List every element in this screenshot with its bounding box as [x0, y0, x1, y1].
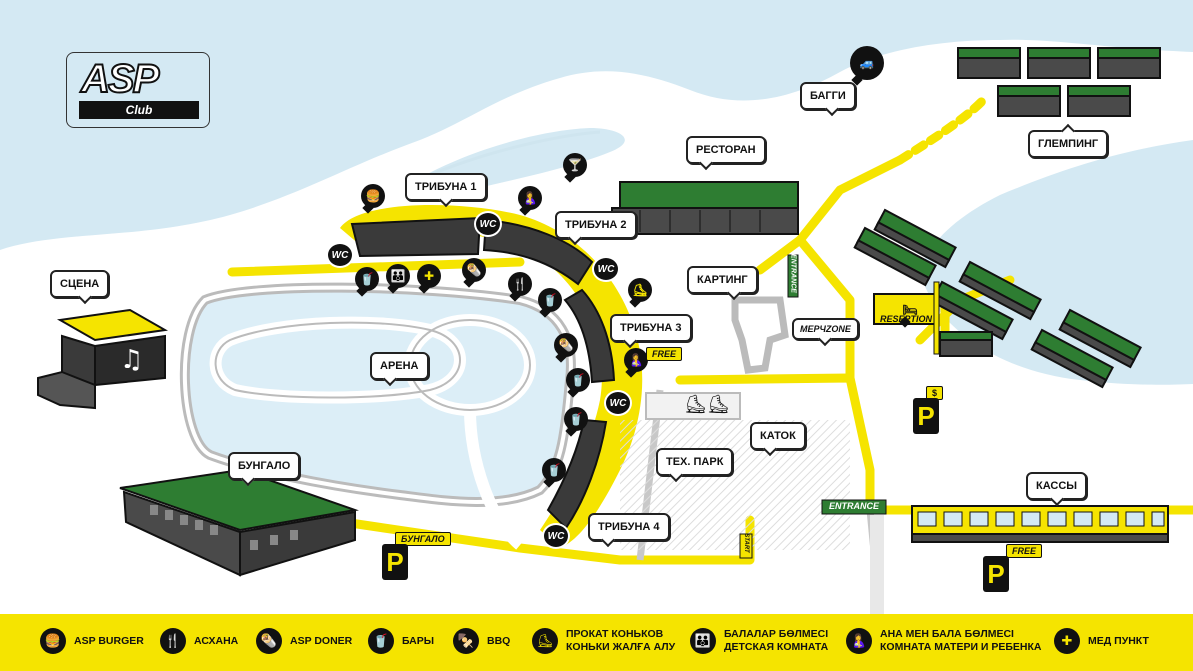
entrance-road: [870, 515, 884, 614]
legend-item-asxana[interactable]: 🍴 АСХАНА: [160, 628, 238, 654]
kids-icon[interactable]: 👪: [386, 264, 410, 288]
mother-child-icon: 🤱: [846, 628, 872, 654]
label-glamping[interactable]: ГЛЕМПИНГ: [1028, 130, 1109, 158]
wc-icon-5[interactable]: WC: [542, 523, 570, 549]
parking-bungalo-icon[interactable]: P: [382, 544, 408, 580]
legend-label: ASP BURGER: [74, 634, 144, 647]
label-restaurant[interactable]: РЕСТОРАН: [686, 136, 766, 164]
label-scene[interactable]: СЦЕНА: [50, 270, 110, 298]
start-sign-bg: [739, 533, 753, 559]
buggy-icon[interactable]: 🚙: [850, 46, 884, 80]
label-tech-park[interactable]: ТЕХ. ПАРК: [656, 448, 734, 476]
legend-label: МЕД ПУНКТ: [1088, 634, 1149, 647]
label-kassy[interactable]: КАССЫ: [1026, 472, 1088, 500]
bungalo-parking-tag: БУНГАЛО: [395, 532, 451, 546]
karting-track: [731, 296, 789, 374]
label-tribune-4[interactable]: ТРИБУНА 4: [588, 513, 670, 541]
wc-icon-3[interactable]: WC: [592, 256, 620, 282]
mother-child-icon[interactable]: 🤱: [624, 348, 648, 372]
entrance-sign[interactable]: ENTRANCE: [828, 501, 879, 511]
doner-icon[interactable]: 🌯: [462, 258, 486, 282]
label-arena[interactable]: АРЕНА: [370, 352, 429, 380]
legend-label: АСХАНА: [194, 634, 239, 647]
cup-icon[interactable]: 🥤: [355, 267, 379, 291]
cabins: [853, 208, 1142, 389]
stage-building: ♫: [37, 308, 169, 410]
bungalow-building: [119, 468, 359, 577]
logo-club: Club: [79, 101, 199, 119]
kids-icon: 👪: [690, 628, 716, 654]
start-sign: START: [743, 533, 749, 553]
medical-cross-icon: ✚: [1054, 628, 1080, 654]
label-tribune-1[interactable]: ТРИБУНА 1: [405, 173, 487, 201]
parking-paid-icon[interactable]: P: [913, 398, 939, 434]
free-tag: FREE: [646, 347, 683, 361]
legend-label: БАРЫ: [402, 634, 435, 647]
fork-knife-icon[interactable]: 🍴: [508, 272, 532, 296]
restaurant-building: [611, 181, 799, 235]
label-karting[interactable]: КАРТИНГ: [687, 266, 758, 294]
burger-icon[interactable]: 🍔: [361, 184, 385, 208]
wc-icon-4[interactable]: WC: [604, 390, 632, 416]
skates-icon: ⛸⛸: [684, 394, 730, 415]
wc-icon-2[interactable]: WC: [474, 211, 502, 237]
legend-label: BBQ: [487, 634, 511, 647]
tribune-4-shape: [546, 418, 608, 530]
merch-zone-sign[interactable]: МЕРЧZONE: [792, 318, 859, 340]
cup-icon: 🥤: [368, 628, 394, 654]
tribune-3-shape: [563, 288, 616, 384]
label-tribune-3[interactable]: ТРИБУНА 3: [610, 314, 692, 342]
cup-icon[interactable]: 🥤: [566, 368, 590, 392]
skate-icon[interactable]: ⛸: [628, 278, 652, 302]
cup-icon[interactable]: 🥤: [538, 288, 562, 312]
karting-entrance-bg: [787, 254, 799, 298]
sand-strip: [429, 130, 601, 177]
mother-child-icon[interactable]: 🤱: [518, 186, 542, 210]
wc-icon-1[interactable]: WC: [326, 242, 354, 268]
label-tribune-2[interactable]: ТРИБУНА 2: [555, 211, 637, 239]
medical-cross-icon[interactable]: ✚: [417, 264, 441, 288]
legend-item-bars[interactable]: 🥤 БАРЫ: [368, 628, 434, 654]
cup-icon[interactable]: 🥤: [542, 458, 566, 482]
legend-item-bbq[interactable]: 🍢 BBQ: [453, 628, 510, 654]
bbq-icon: 🍢: [453, 628, 479, 654]
doner-icon: 🌯: [256, 628, 282, 654]
reception-sign[interactable]: RESEPTION: [879, 314, 932, 324]
bbq-icon[interactable]: 🍸: [563, 153, 587, 177]
legend-item-med[interactable]: ✚ МЕД ПУНКТ: [1054, 628, 1149, 654]
legend-bar: 🍔 ASP BURGER 🍴 АСХАНА 🌯 ASP DONER 🥤 БАРЫ…: [0, 614, 1193, 671]
entrance-sign-bg: [821, 499, 887, 515]
skate-icon: ⛸: [532, 628, 558, 654]
logo-brand: ASP: [80, 56, 160, 102]
parking-free-icon[interactable]: P: [983, 556, 1009, 592]
label-buggy[interactable]: БАГГИ: [800, 82, 856, 110]
burger-icon: 🍔: [40, 628, 66, 654]
svg-text:♫: ♫: [120, 345, 143, 375]
tribune-2-shape: [482, 218, 594, 286]
tribune-1-shape: [350, 216, 482, 258]
karting-entrance-sign[interactable]: ENTRANCE: [789, 254, 797, 293]
glamping-houses: [957, 47, 1161, 117]
legend-label: ASP DONER: [290, 634, 353, 647]
asp-club-logo[interactable]: ASP Club: [66, 52, 210, 128]
label-katok[interactable]: КАТОК: [750, 422, 806, 450]
reception-bed-icon[interactable]: 🛏: [898, 298, 922, 322]
legend-item-doner[interactable]: 🌯 ASP DONER: [256, 628, 352, 654]
free-parking-tag: FREE: [1006, 544, 1043, 558]
skating-rink: [645, 392, 741, 420]
doner-icon[interactable]: 🌯: [554, 333, 578, 357]
cup-icon[interactable]: 🥤: [564, 407, 588, 431]
fork-knife-icon: 🍴: [160, 628, 186, 654]
legend-item-burger[interactable]: 🍔 ASP BURGER: [40, 628, 144, 654]
label-bungalo[interactable]: БУНГАЛО: [228, 452, 301, 480]
ticket-office-building: [911, 505, 1169, 543]
